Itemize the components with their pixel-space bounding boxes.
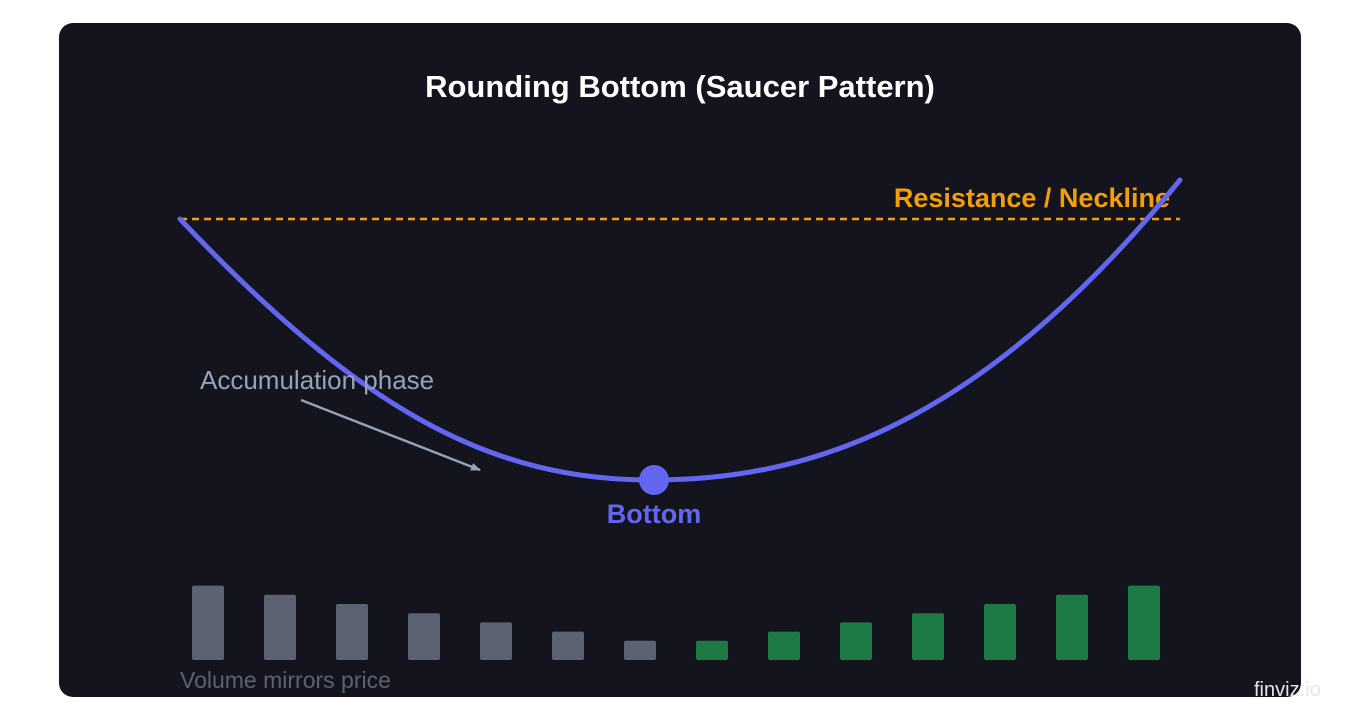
volume-bar bbox=[840, 622, 872, 660]
accumulation-arrow bbox=[300, 398, 481, 472]
volume-bar bbox=[336, 604, 368, 660]
volume-bar bbox=[768, 631, 800, 660]
volume-bar bbox=[984, 604, 1016, 660]
diagram-card: Rounding Bottom (Saucer Pattern) Resista… bbox=[59, 23, 1301, 697]
volume-bar bbox=[192, 585, 224, 660]
volume-bar bbox=[1128, 585, 1160, 660]
volume-bar bbox=[912, 613, 944, 660]
bottom-point bbox=[639, 465, 669, 495]
saucer-diagram: Resistance / Neckline Bottom Accumulatio… bbox=[177, 177, 1183, 693]
volume-bars bbox=[192, 585, 1160, 660]
resistance-label: Resistance / Neckline bbox=[894, 183, 1170, 213]
watermark: finviz.io bbox=[1254, 679, 1321, 701]
volume-bar bbox=[408, 613, 440, 660]
bottom-label: Bottom bbox=[607, 499, 701, 529]
volume-label: Volume mirrors price bbox=[180, 667, 391, 693]
diagram-title: Rounding Bottom (Saucer Pattern) bbox=[425, 69, 935, 104]
volume-bar bbox=[1056, 594, 1088, 660]
volume-bar bbox=[696, 640, 728, 660]
volume-bar bbox=[264, 594, 296, 660]
volume-bar bbox=[552, 631, 584, 660]
volume-bar bbox=[624, 640, 656, 660]
price-curve bbox=[177, 177, 1183, 483]
accumulation-label: Accumulation phase bbox=[200, 365, 434, 395]
volume-bar bbox=[480, 622, 512, 660]
